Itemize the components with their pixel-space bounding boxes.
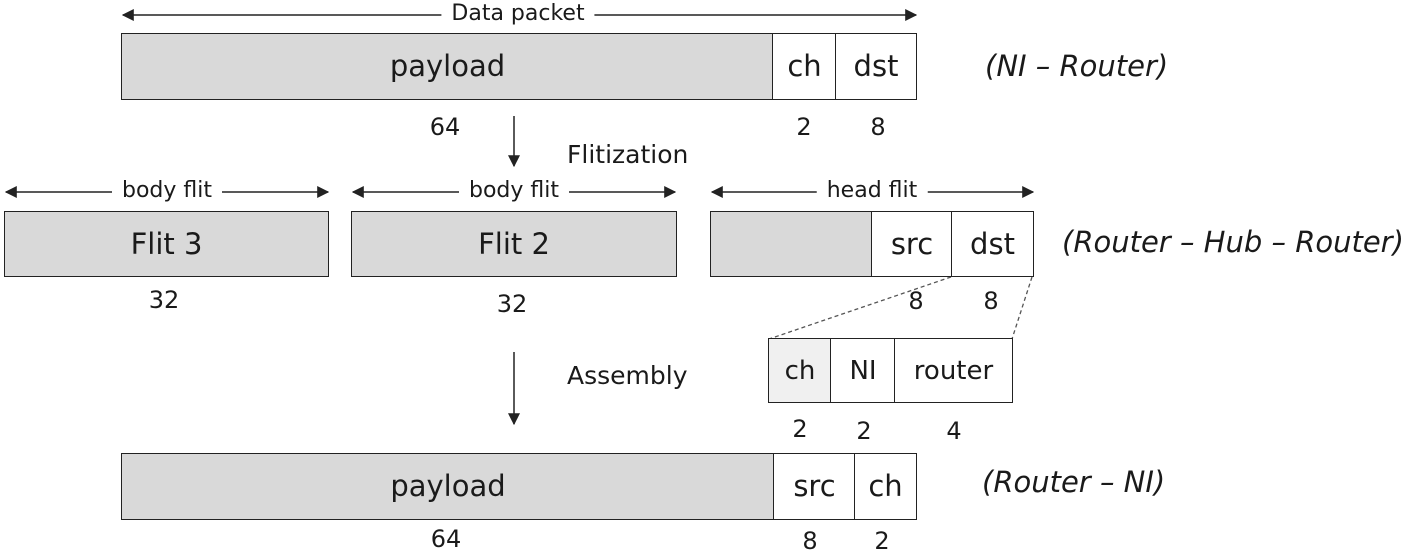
dst-ni-width: 2 <box>856 417 872 445</box>
top-ch-field: ch <box>772 33 837 100</box>
dst-router-width: 4 <box>946 417 962 445</box>
stage-ni-router: (NI – Router) <box>985 49 1169 83</box>
head-dst-width: 8 <box>983 287 999 315</box>
flit3-span-label: body flit <box>112 180 222 202</box>
dst-ni-subfield: NI <box>830 338 896 403</box>
bottom-ch-field: ch <box>854 453 917 520</box>
top-dst-field: dst <box>835 33 917 100</box>
head-flit-payload-area <box>710 211 873 277</box>
assembly-label: Assembly <box>567 361 688 390</box>
bottom-payload-field: payload <box>121 453 775 520</box>
head-dst-field: dst <box>951 211 1034 277</box>
bottom-ch-width: 2 <box>874 527 890 555</box>
top-payload-width: 64 <box>429 113 461 141</box>
top-dst-width: 8 <box>870 113 886 141</box>
head-flit-span-label: head flit <box>816 180 928 202</box>
flit2-span-label: body flit <box>459 180 569 202</box>
dst-router-subfield: router <box>894 338 1013 403</box>
top-ch-width: 2 <box>796 113 812 141</box>
zoom-line-left <box>768 276 952 340</box>
dst-ch-width: 2 <box>792 415 808 443</box>
flit3-width: 32 <box>148 286 180 314</box>
top-payload-field: payload <box>121 33 774 100</box>
bottom-src-field: src <box>773 453 856 520</box>
head-src-width: 8 <box>908 287 924 315</box>
stage-router-hub-router: (Router – Hub – Router) <box>1062 225 1404 259</box>
flit3-box: Flit 3 <box>4 211 329 277</box>
zoom-line-right <box>1011 276 1033 340</box>
head-src-field: src <box>871 211 953 277</box>
flit2-width: 32 <box>496 290 528 318</box>
stage-router-ni: (Router – NI) <box>982 465 1166 499</box>
dst-ch-subfield: ch <box>768 338 832 403</box>
flit2-box: Flit 2 <box>351 211 677 277</box>
flitization-label: Flitization <box>567 140 689 169</box>
bottom-payload-width: 64 <box>430 525 462 553</box>
bottom-src-width: 8 <box>802 527 818 555</box>
data-packet-label: Data packet <box>441 3 595 25</box>
